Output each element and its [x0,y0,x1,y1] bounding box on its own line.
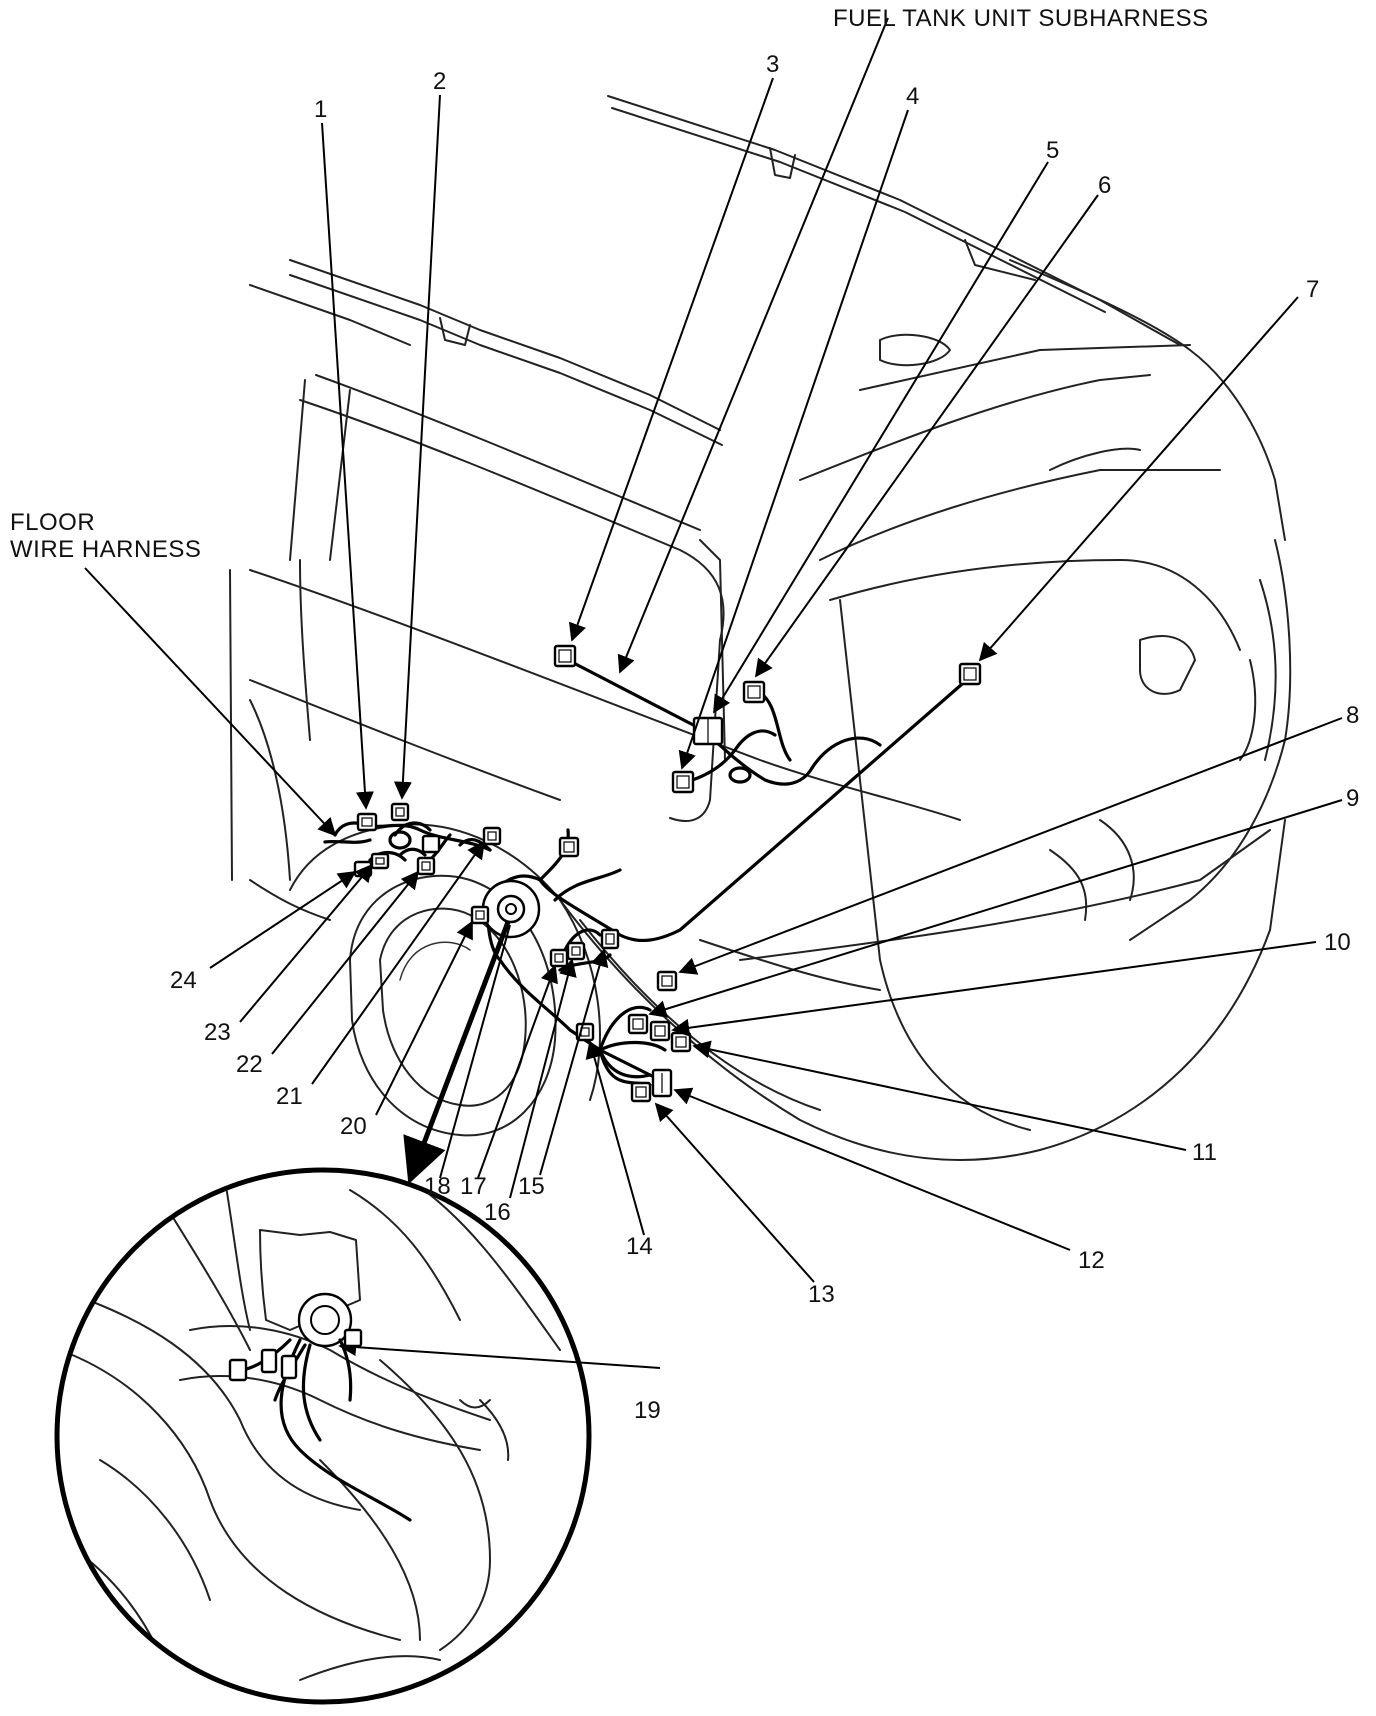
callout-22: 22 [236,1051,263,1078]
callout-11: 11 [1192,1139,1217,1166]
callout-numbers: 1 2 3 4 5 6 7 8 9 10 11 12 13 14 15 16 1… [170,51,1359,1424]
connector-13 [630,1081,652,1103]
connector-11 [670,1031,692,1053]
vehicle-body-outline [229,95,1292,1161]
callout-6: 6 [1098,172,1111,199]
callout-2: 2 [433,68,446,95]
fuel-tank-unit-subharness-wire [562,656,705,732]
connector-10 [649,1020,671,1042]
floor-wire-harness-label-line1: FLOOR [10,509,95,536]
connector-top-center [558,836,580,858]
callout-10: 10 [1324,929,1351,956]
callout-1: 1 [314,96,327,123]
callout-23: 23 [204,1019,231,1046]
connector-20 [470,905,490,925]
connector-1 [356,812,378,832]
connector-7 [958,662,982,686]
connector-6 [742,680,766,704]
floor-wire-harness-wire [538,676,971,942]
callout-19: 19 [634,1397,661,1424]
connector-9 [627,1013,649,1035]
connector-2b [421,834,441,854]
connector-22 [416,856,436,876]
callout-leaders [84,17,1343,1369]
floor-wire-harness-label-line2: WIRE HARNESS [10,536,201,563]
connector-2 [390,802,410,822]
callout-8: 8 [1346,702,1359,729]
callout-20: 20 [340,1113,367,1140]
callout-14: 14 [626,1233,653,1260]
callout-3: 3 [766,51,779,78]
callout-4: 4 [906,83,919,110]
connector-8 [656,970,678,992]
harness-grommet [481,879,541,939]
callout-13: 13 [808,1281,835,1308]
detail-inset [54,1167,592,1705]
connector-21 [482,826,502,846]
connector-16 [566,941,586,961]
connectors [353,644,982,1103]
connector-23 [370,852,390,870]
connector-17 [549,948,569,968]
connector-4 [671,770,695,794]
fuel-tank-unit-subharness-label: FUEL TANK UNIT SUBHARNESS [833,5,1209,32]
harness-labels: FUEL TANK UNIT SUBHARNESS FLOOR WIRE HAR… [10,5,1209,563]
callout-24: 24 [170,967,197,994]
callout-15: 15 [518,1173,545,1200]
callout-16: 16 [484,1199,511,1226]
callout-7: 7 [1306,276,1319,303]
connector-3 [553,644,577,668]
callout-9: 9 [1346,785,1359,812]
callout-18: 18 [424,1173,451,1200]
connector-12 [651,1068,673,1098]
callout-5: 5 [1046,137,1059,164]
callout-12: 12 [1078,1247,1105,1274]
callout-17: 17 [460,1173,487,1200]
callout-21: 21 [276,1083,303,1110]
connector-15 [600,928,620,950]
